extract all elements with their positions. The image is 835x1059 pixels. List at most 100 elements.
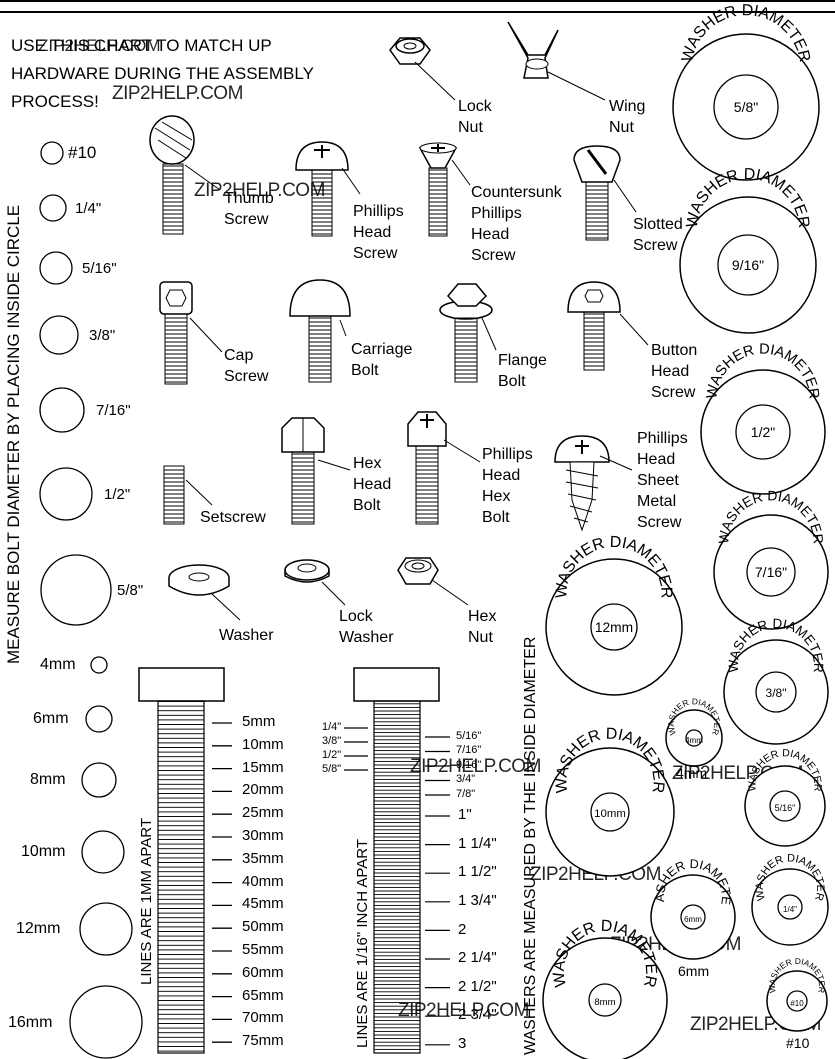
mm-ruler-label: 55mm	[242, 941, 284, 958]
inch-ruler-label-major: 1 1/2"	[458, 863, 497, 881]
mm-ruler-label: 5mm	[242, 713, 276, 730]
watermark: ZIP2HELP.COM	[194, 180, 325, 201]
inch-ruler-label-right: 9/16"	[456, 758, 482, 771]
inch-ruler-label-right: 5/16"	[456, 729, 482, 742]
top-rule	[0, 0, 835, 2]
setscrew-label: Setscrew	[200, 509, 266, 526]
mm-ruler-label: 25mm	[242, 804, 284, 822]
mm-ruler-label: 50mm	[242, 918, 284, 936]
intro-line-2: HARDWARE DURING THE ASSEMBLY	[11, 64, 314, 83]
mm-ruler-label: 35mm	[242, 849, 284, 867]
cap-screw-icon	[159, 281, 223, 385]
bolt-circles-mm	[69, 656, 143, 1059]
inch-ruler-label-major: 2 1/4"	[458, 949, 497, 967]
phillips-hex-bolt-icon	[407, 411, 481, 525]
button-head-screw-icon	[567, 281, 649, 371]
inch-ruler-label-major: 3	[458, 1035, 467, 1053]
inch-ruler-label-left: 1/2"	[322, 748, 342, 761]
washer-size-label: 6mm	[684, 915, 702, 924]
wing-nut-icon	[507, 21, 606, 101]
washer-size-label: #10	[790, 999, 804, 1008]
inch-ruler-label-left: 3/8"	[322, 734, 342, 747]
mm-ruler-label: 40mm	[242, 872, 284, 890]
flange-bolt-icon	[439, 283, 497, 383]
washer-size-label: 8mm	[594, 997, 615, 1008]
washer-label: Washer	[219, 627, 274, 644]
carriage-bolt-icon	[289, 279, 351, 383]
circle-label-8mm: 8mm	[30, 771, 66, 788]
circle-label-1-2: 1/2"	[104, 486, 131, 503]
washer-diameter-circle: WASHER DIAMETER#10	[766, 956, 828, 1032]
mm-ruler-label: 60mm	[242, 963, 284, 981]
mm-ruler-label: 10mm	[242, 735, 284, 753]
intro-overlay-watermark: ZIP2HELP.COM	[38, 36, 161, 55]
washer-outer-size-label: 4mm	[676, 765, 707, 781]
circle-label-10mm: 10mm	[21, 843, 66, 860]
inch-ruler-label-right: 3/4"	[456, 773, 476, 786]
washer-size-label: 9/16"	[732, 257, 764, 273]
inch-ruler-label-major: 1"	[458, 806, 472, 824]
mm-ruler-label: 30mm	[242, 827, 284, 844]
mm-ruler-label: 15mm	[242, 758, 284, 776]
washer-size-label: 5/8"	[734, 99, 758, 115]
circle-label-10: #10	[68, 143, 97, 162]
mm-ruler-label: 70mm	[242, 1009, 284, 1027]
washer-size-label: 7/16"	[755, 564, 787, 580]
circle-label-12mm: 12mm	[16, 920, 61, 937]
washer-outer-size-label: #10	[786, 1035, 810, 1051]
mm-ruler-label: 65mm	[242, 986, 284, 1004]
washer-outer-size-label: 6mm	[678, 963, 709, 979]
circle-label-6mm: 6mm	[33, 710, 69, 727]
bolt-circles-inch	[39, 141, 112, 626]
top-rule-2	[0, 11, 835, 13]
inch-ruler-label-major: 2 3/4"	[458, 1006, 497, 1024]
washer-size-label: 4mm	[685, 736, 703, 745]
washer-icon	[168, 564, 241, 621]
intro-line-3: PROCESS!	[11, 92, 99, 111]
inch-ruler-label-major: 2	[458, 920, 467, 938]
washer-size-label: 5/16"	[775, 803, 796, 813]
circle-label-16mm: 16mm	[8, 1014, 53, 1031]
watermark: ZIP2HELP.COM	[410, 756, 541, 777]
circle-label-5-8: 5/8"	[117, 582, 144, 599]
inch-ruler-label-right: 7/16"	[456, 744, 482, 757]
watermark: ZIP2HELP.COM	[112, 83, 243, 104]
inch-ruler-label-right: 7/8"	[456, 787, 476, 800]
circle-label-1-4: 1/4"	[75, 200, 102, 217]
circle-label-7-16: 7/16"	[96, 402, 131, 419]
inch-ruler-bolt	[344, 667, 450, 1054]
inch-ruler-label-left: 1/4"	[322, 720, 342, 733]
sheet-metal-screw-icon	[554, 435, 633, 532]
washer-size-label: 1/4"	[783, 905, 797, 914]
intro-line-1: USE THIS CHART TO MATCH UP	[11, 36, 272, 55]
lock-nut-icon	[389, 37, 456, 101]
mm-ruler-label: 45mm	[242, 895, 284, 913]
inch-ruler-label-major: 2 1/2"	[458, 977, 497, 995]
slotted-screw-icon	[573, 145, 637, 241]
washer-size-label: 3/8"	[766, 686, 787, 700]
thumb-screw-icon	[149, 115, 221, 235]
